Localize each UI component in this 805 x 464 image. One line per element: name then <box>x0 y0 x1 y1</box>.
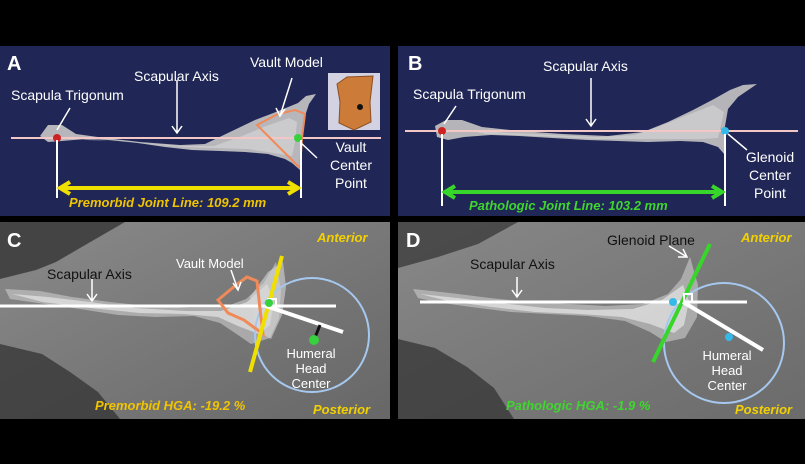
glenoid-plane-line <box>651 243 712 363</box>
panel-c-graphics <box>0 222 390 419</box>
glenoid-callout-arrow <box>668 245 689 258</box>
panel-letter-c: C <box>7 230 22 252</box>
vault-model-3d <box>336 75 374 131</box>
panel-letter-a: A <box>7 53 22 75</box>
ct-scapula-bright <box>420 285 689 333</box>
panel-a-graphics <box>11 73 381 198</box>
scapula-inner <box>68 118 297 156</box>
humeral-head-circle <box>254 277 370 393</box>
panel-b-graphics <box>405 78 798 206</box>
label-anterior: Anterior <box>317 230 368 245</box>
label-humeral-head-center-line-3: Center <box>291 376 331 391</box>
ct-dark-bottom-left <box>0 344 120 419</box>
ct-dark-soft-tissue <box>0 222 125 279</box>
label-vault-center-point-line-1: Vault <box>335 139 367 155</box>
caption-premorbid-hga: Premorbid HGA: -19.2 % <box>95 398 246 413</box>
label-scapular-axis: Scapular Axis <box>134 68 219 84</box>
panel-c: C Anterior Posterior Scapular Axis Vault… <box>0 222 390 419</box>
vault-callout-arrow <box>275 77 293 118</box>
label-humeral-head-center: Humeral Head Center <box>276 346 346 391</box>
label-humeral-head-center-line-2: Head <box>295 361 327 376</box>
scapular-axis-arrow <box>585 78 597 128</box>
right-angle-marker <box>683 293 693 303</box>
humeral-vector-line <box>265 304 344 334</box>
label-posterior: Posterior <box>735 402 793 417</box>
ct-scapula-body <box>413 257 698 342</box>
scapular-axis-arrow <box>511 277 523 299</box>
ct-dark-bottom-left <box>398 339 514 419</box>
ct-scapula-bright <box>12 284 274 334</box>
humeral-vector-line <box>681 300 765 352</box>
label-scapular-axis: Scapular Axis <box>47 266 132 282</box>
label-anterior: Anterior <box>741 230 792 245</box>
label-scapula-trigonum: Scapula Trigonum <box>413 86 526 102</box>
panel-d: D Anterior Posterior Scapular Axis Gleno… <box>398 222 805 419</box>
panel-letter-d: D <box>406 230 421 252</box>
scapular-axis-arrow <box>86 279 98 303</box>
label-glenoid-plane: Glenoid Plane <box>607 232 695 248</box>
scapula-shape <box>435 84 757 155</box>
label-scapula-trigonum: Scapula Trigonum <box>11 87 124 103</box>
caption-pathologic-hga: Pathologic HGA: -1.9 % <box>506 398 651 413</box>
ct-dark-soft-tissue <box>398 222 518 268</box>
panel-b: B Scapula Trigonum Scapular Axis Glenoid… <box>398 46 805 216</box>
trigonum-callout <box>56 107 71 131</box>
glenoid-plane-line <box>248 255 284 373</box>
trigonum-marker <box>53 134 61 142</box>
caption-premorbid-joint-line: Premorbid Joint Line: 109.2 mm <box>69 195 267 210</box>
glenoid-center-marker <box>669 298 677 306</box>
vault-callout-arrow <box>230 269 242 292</box>
joint-line-arrow <box>441 184 726 200</box>
scapula-shape <box>40 94 316 170</box>
joint-line-arrow <box>56 180 302 196</box>
trigonum-marker <box>438 127 446 135</box>
vault-model-outline <box>215 275 265 338</box>
caption-pathologic-joint-line: Pathologic Joint Line: 103.2 mm <box>469 198 668 213</box>
label-scapular-axis: Scapular Axis <box>470 256 555 272</box>
label-glenoid-center-point-line-2: Center <box>748 167 792 183</box>
label-humeral-head-center-line-1: Humeral <box>702 348 752 363</box>
panel-d-graphics <box>398 222 805 419</box>
panel-letter-b: B <box>408 53 423 75</box>
label-humeral-head-center-line-1: Humeral <box>286 346 336 361</box>
scapula-inner <box>468 105 724 139</box>
label-humeral-head-center-line-2: Head <box>711 363 743 378</box>
glenoid-center-marker <box>721 127 729 135</box>
label-scapular-axis: Scapular Axis <box>543 58 628 74</box>
humeral-head-center-marker <box>725 333 733 341</box>
label-glenoid-center-point-line-3: Point <box>754 185 786 201</box>
label-vault-center-point: Vault Center Point <box>323 138 379 192</box>
vault-model-3d-center <box>357 104 363 110</box>
glenoid-center-callout <box>727 133 748 151</box>
label-posterior: Posterior <box>313 402 371 417</box>
label-humeral-head-center-line-3: Center <box>707 378 747 393</box>
scapular-axis-arrow <box>171 80 183 135</box>
label-humeral-head-center: Humeral Head Center <box>692 348 762 393</box>
panel-a: A Scapula Trigonum Scapular Axis Vault M… <box>0 46 390 216</box>
vault-center-callout <box>299 141 318 159</box>
trigonum-callout <box>443 105 457 125</box>
label-vault-center-point-line-2: Center <box>329 157 373 173</box>
label-vault-model: Vault Model <box>176 256 244 271</box>
label-vault-model: Vault Model <box>250 54 323 70</box>
label-glenoid-center-point: Glenoid Center Point <box>735 148 805 202</box>
label-glenoid-center-point-line-1: Glenoid <box>745 149 795 165</box>
humeral-head-center-marker <box>309 335 319 345</box>
label-vault-center-point-line-3: Point <box>335 175 367 191</box>
vault-center-marker <box>265 299 273 307</box>
